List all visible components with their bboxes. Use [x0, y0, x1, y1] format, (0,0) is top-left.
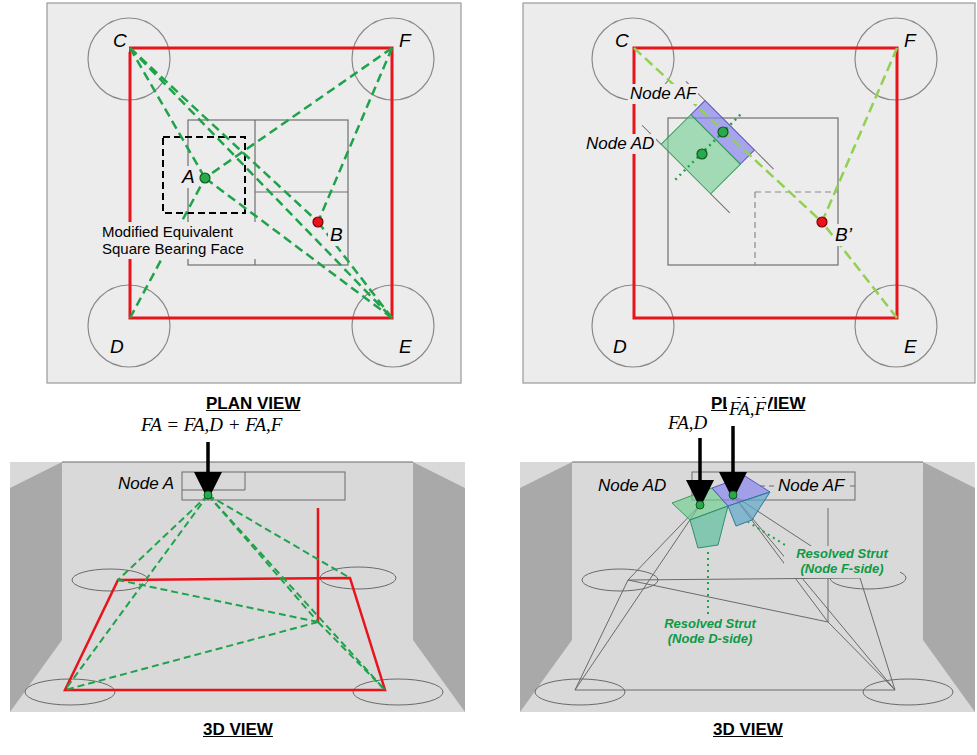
- view-caption: PLAN VIEW: [206, 394, 300, 414]
- pile-label: E: [397, 336, 414, 358]
- strut-callout: Resolved Strut (Node D-side): [652, 616, 768, 648]
- node-label: B: [328, 224, 345, 246]
- view-caption: 3D VIEW: [713, 720, 783, 740]
- pile-label: F: [902, 30, 918, 52]
- node-label: Node AD: [596, 476, 668, 496]
- pile-label: E: [902, 336, 919, 358]
- pile-label: F: [397, 30, 413, 52]
- force-label: FA = FA,D + FA,F: [139, 414, 284, 436]
- node-label: Node A: [116, 474, 176, 494]
- 3d-view-right: [520, 426, 975, 712]
- pile-label: C: [613, 30, 631, 52]
- pile-label: D: [611, 336, 629, 358]
- pile-label: D: [108, 336, 126, 358]
- pile-label: C: [111, 30, 129, 52]
- node-label: Node AD: [584, 134, 656, 154]
- view-caption: 3D VIEW: [203, 720, 273, 740]
- node-label: Node AF: [776, 476, 846, 496]
- node-label: Node AF: [628, 84, 698, 104]
- bearing-face-note: Modified Equivalent Square Bearing Face: [100, 222, 262, 259]
- 3d-view-left: [10, 442, 465, 712]
- plan-view-right: [523, 3, 975, 383]
- plan-view-left: [47, 3, 461, 383]
- force-label: FA,D: [666, 412, 709, 434]
- force-label: FA,F: [727, 398, 768, 420]
- node-label: B’: [833, 224, 854, 246]
- node-label: A: [180, 166, 197, 188]
- strut-callout: Resolved Strut (Node F-side): [784, 546, 900, 578]
